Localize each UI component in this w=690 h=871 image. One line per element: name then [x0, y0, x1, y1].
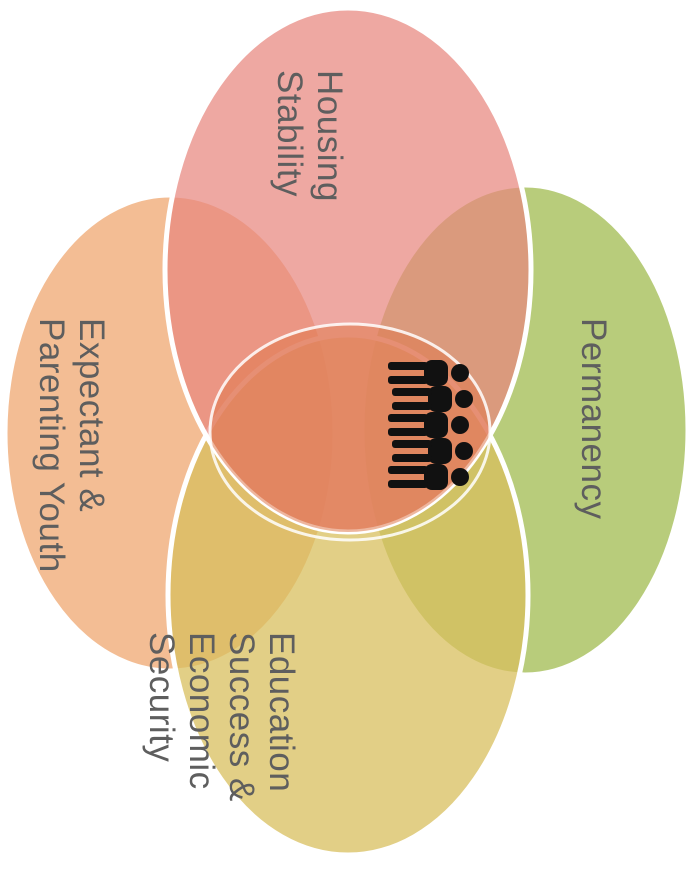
person-icon-1 — [388, 360, 469, 386]
person-icon-2 — [392, 386, 473, 412]
expectant-parenting-youth-label: Expectant & Parenting Youth — [32, 318, 111, 573]
person-icon-5 — [388, 464, 469, 490]
education-label-line-4: Security — [142, 632, 181, 762]
education-label-line-1: Education — [262, 632, 301, 792]
education-label-line-3: Economic — [182, 632, 221, 790]
permanency-label-line-1: Permanency — [574, 318, 613, 519]
education-label-line-2: Success & — [222, 632, 261, 802]
person-icon-3 — [388, 412, 469, 438]
group-of-people-icon — [388, 360, 473, 490]
center-overlap-outline — [208, 322, 492, 542]
housing-stability-label: Housing Stability — [270, 70, 349, 212]
housing-label-line-1: Housing — [310, 70, 349, 202]
permanency-label: Permanency — [574, 318, 613, 519]
housing-label-line-2: Stability — [270, 70, 309, 197]
expectant-label-line-1: Expectant & — [72, 318, 111, 512]
education-success-label: Education Success & Economic Security — [142, 632, 301, 812]
person-icon-4 — [392, 438, 473, 464]
expectant-label-line-2: Parenting Youth — [32, 318, 71, 573]
